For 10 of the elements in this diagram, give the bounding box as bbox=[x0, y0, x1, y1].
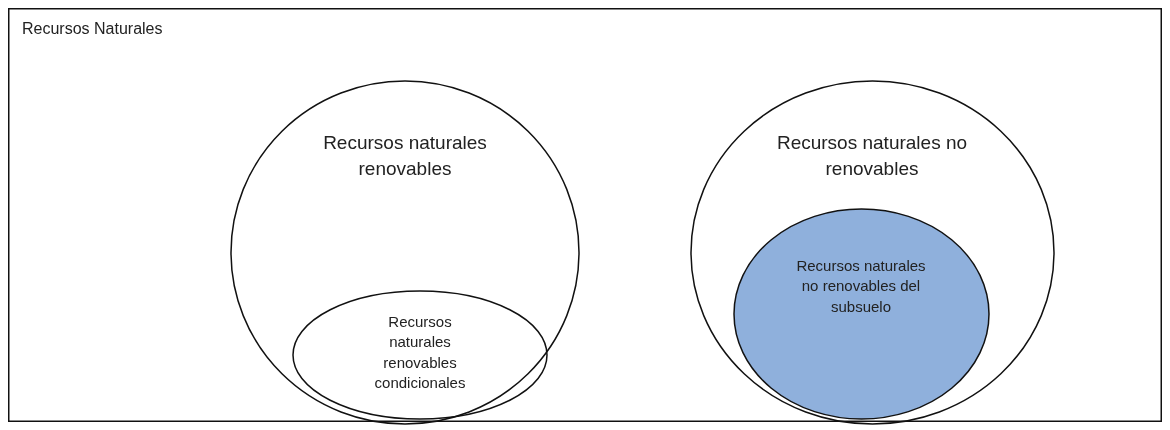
subset-ellipse bbox=[733, 208, 990, 420]
subset-ellipse bbox=[292, 290, 548, 420]
diagram-heading: Recursos Naturales bbox=[22, 19, 164, 39]
frame-panel bbox=[8, 8, 1162, 422]
set-circle bbox=[690, 80, 1055, 425]
set-label: Recursos naturales renovables condicionales bbox=[373, 312, 467, 393]
set-label: Recursos naturales renovables bbox=[322, 131, 488, 181]
set-label: Recursos naturales no renovables del subsuelo bbox=[796, 256, 926, 317]
set-circle bbox=[230, 80, 580, 425]
set-label: Recursos naturales no renovables bbox=[775, 131, 969, 181]
